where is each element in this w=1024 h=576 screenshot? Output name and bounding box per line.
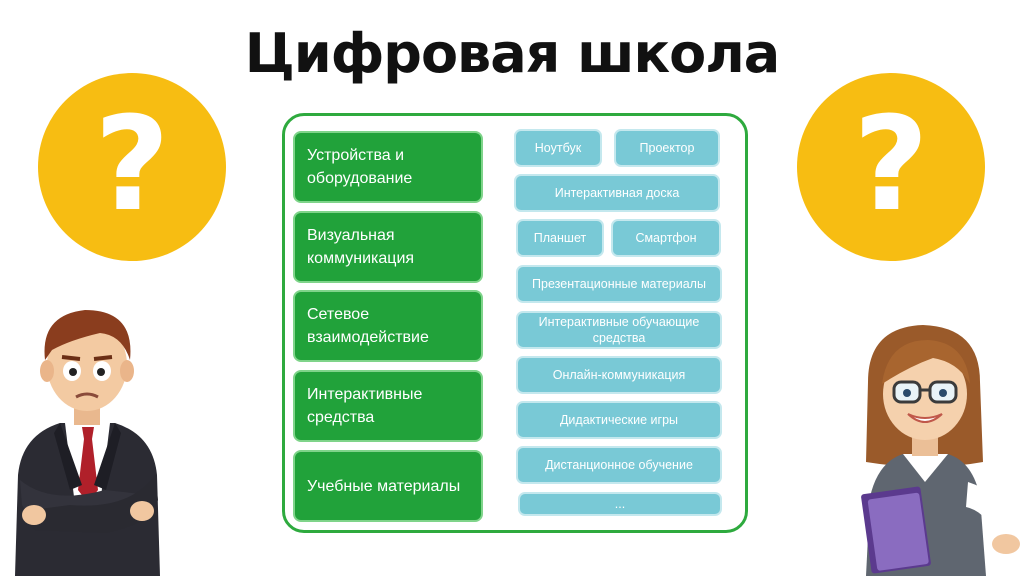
item-interactive-learning-tools: Интерактивные обучающие средства — [516, 311, 722, 349]
category-devices: Устройства и оборудование — [293, 131, 483, 203]
question-mark-icon-left: ? — [38, 73, 226, 261]
question-mark-right: ? — [853, 88, 929, 240]
item-projector: Проектор — [614, 129, 720, 167]
item-online-communication: Онлайн-коммуникация — [516, 356, 722, 394]
item-tablet: Планшет — [516, 219, 604, 257]
item-presentation-materials: Презентационные материалы — [516, 265, 722, 303]
item-distance-learning: Дистанционное обучение — [516, 446, 722, 484]
question-mark-icon-right: ? — [797, 73, 985, 261]
item-notebook: Ноутбук — [514, 129, 602, 167]
category-visual-communication: Визуальная коммуникация — [293, 211, 483, 283]
page-title: Цифровая школа — [244, 22, 780, 85]
item-didactic-games: Дидактические игры — [516, 401, 722, 439]
businessman-illustration — [15, 310, 160, 576]
teacher-illustration — [861, 325, 1020, 576]
category-interactive-tools: Интерактивные средства — [293, 370, 483, 442]
category-learning-materials: Учебные материалы — [293, 450, 483, 522]
item-interactive-board: Интерактивная доска — [514, 174, 720, 212]
item-more: ... — [518, 492, 722, 516]
category-network-interaction: Сетевое взаимодействие — [293, 290, 483, 362]
item-smartphone: Смартфон — [611, 219, 721, 257]
question-mark-left: ? — [94, 88, 170, 240]
